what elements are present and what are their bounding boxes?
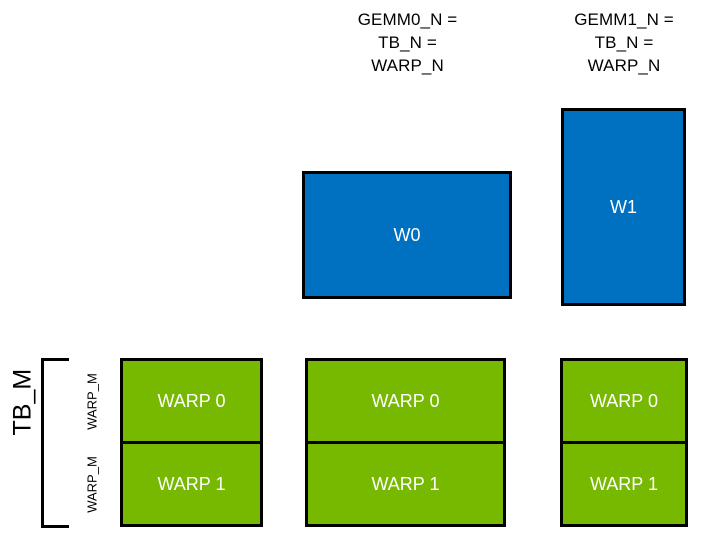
green-tile-label: WARP 1 — [157, 473, 226, 494]
blue-tile-w0-label: W0 — [393, 224, 421, 245]
green-tile-label: WARP 1 — [589, 473, 659, 494]
blue-tile-w1-label: W1 — [610, 196, 637, 217]
green-tile-label: WARP 0 — [589, 390, 659, 411]
blue-tile-w1: W1 — [561, 108, 686, 306]
blue-tile-w0: W0 — [302, 171, 512, 299]
warp-m-label-bottom: WARP_M — [84, 456, 100, 513]
green-tile-column2-warp1: WARP 1 — [305, 441, 506, 527]
green-tile-label: WARP 0 — [371, 390, 440, 411]
green-tile-column1-warp1: WARP 1 — [120, 441, 263, 527]
tb-m-bracket — [41, 358, 69, 528]
tb-m-label: TB_M — [8, 368, 37, 436]
caption-gemm1-n: GEMM1_N = TB_N = WARP_N — [574, 10, 674, 75]
green-tile-column2-warp0: WARP 0 — [305, 358, 506, 444]
green-tile-column3-warp1: WARP 1 — [560, 441, 688, 527]
green-tile-label: WARP 0 — [157, 390, 226, 411]
green-tile-label: WARP 1 — [371, 473, 440, 494]
caption-gemm0-n: GEMM0_N = TB_N = WARP_N — [357, 10, 458, 75]
green-tile-column1-warp0: WARP 0 — [120, 358, 263, 444]
green-tile-column3-warp0: WARP 0 — [560, 358, 688, 444]
warp-m-label-top: WARP_M — [84, 373, 100, 430]
